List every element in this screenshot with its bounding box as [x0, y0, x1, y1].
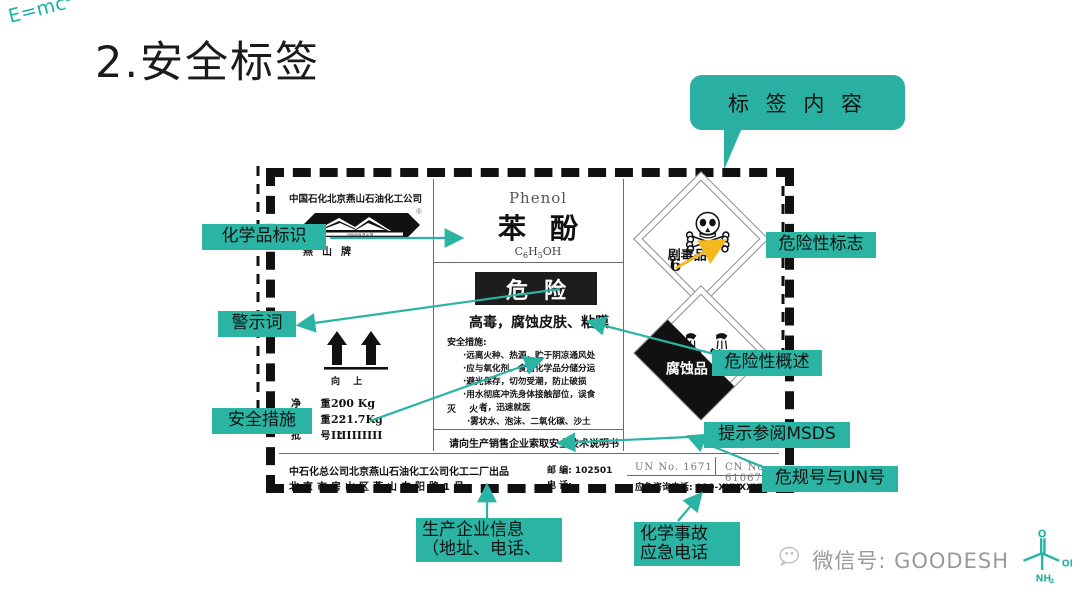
- telephone: 电 话:: [547, 481, 572, 491]
- divider-name-box: [434, 262, 623, 263]
- wechat-id-text: 微信号: GOODESH: [812, 548, 1009, 573]
- postal-code: 邮 编: 102501: [547, 466, 613, 476]
- brand-name: 燕山牌: [303, 247, 360, 258]
- annotation-signal-word: 警示词: [218, 311, 296, 337]
- annotation-safety-measures: 安全措施: [212, 408, 312, 434]
- cn-number: CN No. 61067: [725, 462, 769, 484]
- registered-mark-icon: ®: [416, 207, 422, 216]
- divider-un-cn: [715, 457, 716, 475]
- signal-word-text: 危险: [505, 278, 582, 304]
- net-weight-value: 200 Kg: [331, 397, 376, 410]
- callout-bubble-label: 标 签 内 容: [727, 91, 868, 116]
- amino-acid-icon: O OH NH 2: [1016, 528, 1077, 590]
- formula-h-sub: 5: [537, 251, 543, 261]
- divider-un-row: [627, 475, 779, 476]
- batch-number-row: 批 号：IIIIIIIIII: [291, 427, 382, 442]
- gross-weight-value: 221.7Kg: [331, 413, 383, 426]
- manufacturer-line-1: 中石化总公司北京燕山石油化工公司化工二厂出品: [289, 467, 509, 478]
- divider-middle-right: [623, 179, 624, 451]
- product-chinese-name: 苯酚: [497, 212, 602, 245]
- net-weight-row: 净 重：200 Kg: [291, 395, 375, 410]
- product-english-name: Phenol: [508, 189, 568, 207]
- gross-weight-key: 总 重：: [291, 415, 357, 426]
- gross-weight-row: 总 重：221.7Kg: [291, 411, 383, 426]
- formula-oh: OH: [542, 245, 562, 258]
- safety-item: ·用水彻底冲洗身体接触部位，误食: [463, 390, 596, 400]
- svg-text:2: 2: [1050, 577, 1055, 585]
- fire-fighting-heading: 灭 火:: [447, 405, 492, 415]
- svg-text:YANSHAN 燕 山 牌: YANSHAN 燕 山 牌: [347, 231, 373, 236]
- callout-bubble-tail: [724, 128, 742, 170]
- orientation-label: 向 上: [331, 377, 368, 387]
- batch-number-value: IIIIIIIIII: [331, 429, 383, 442]
- wechat-watermark: 微信号: GOODESH O OH NH 2: [779, 528, 1077, 590]
- formula-c-sub: 6: [523, 251, 529, 261]
- divider-bottom: [279, 453, 779, 454]
- emergency-telephone: 应急咨询电话: 010-XXXXXXX: [635, 483, 767, 493]
- annotation-un-code: 危规号与UN号: [762, 466, 898, 492]
- callout-bubble: 标 签 内 容: [690, 75, 905, 130]
- net-weight-key: 净 重：: [291, 399, 357, 410]
- formula-h: H: [528, 245, 538, 258]
- signal-word-box: 危险: [475, 272, 597, 305]
- un-number: UN No. 1671: [635, 462, 713, 473]
- divider-left-middle: [433, 179, 434, 451]
- company-name: 中国石化北京燕山石油化工公司: [289, 194, 423, 205]
- manufacturer-line-2: 北京市房山区燕山向阳路1号: [289, 482, 468, 493]
- annotation-hazard-pictogram: 危险性标志: [766, 232, 876, 258]
- svg-text:OH: OH: [1062, 558, 1072, 569]
- msds-reference-line: 请向生产销售企业索取安全技术说明书: [449, 439, 619, 450]
- divider-msds: [434, 429, 623, 430]
- safety-item: ·避光保存，切勿受潮，防止破损: [463, 377, 587, 387]
- safety-item: 者，迅速就医: [479, 403, 531, 413]
- brand-logo-icon: YANSHAN 燕 山 牌: [299, 209, 424, 241]
- hazard-statement: 高毒，腐蚀皮肤、粘膜: [469, 315, 609, 331]
- wechat-icon: [779, 546, 805, 573]
- this-way-up-icon: [321, 329, 391, 373]
- annotation-msds-reference: 提示参阅MSDS: [704, 422, 850, 448]
- safety-measures-heading: 安全措施:: [447, 338, 487, 348]
- svg-text:NH: NH: [1036, 573, 1052, 584]
- batch-number-key: 批 号：: [291, 431, 357, 442]
- annotation-hazard-summary: 危险性概述: [712, 350, 822, 376]
- page-title: 2.安全标签: [95, 38, 321, 88]
- formula-c: C: [514, 245, 523, 258]
- svg-text:O: O: [1038, 529, 1047, 540]
- annotation-emergency-phone: 化学事故 应急电话: [634, 522, 740, 566]
- annotation-producer-info: 生产企业信息 （地址、电话、: [416, 518, 562, 562]
- chemical-formula: C6H5OH: [445, 245, 631, 260]
- annotation-chemical-identity: 化学品标识: [202, 224, 326, 250]
- fire-fighting-item: ·雾状水、泡沫、二氧化碳、沙土: [467, 417, 591, 427]
